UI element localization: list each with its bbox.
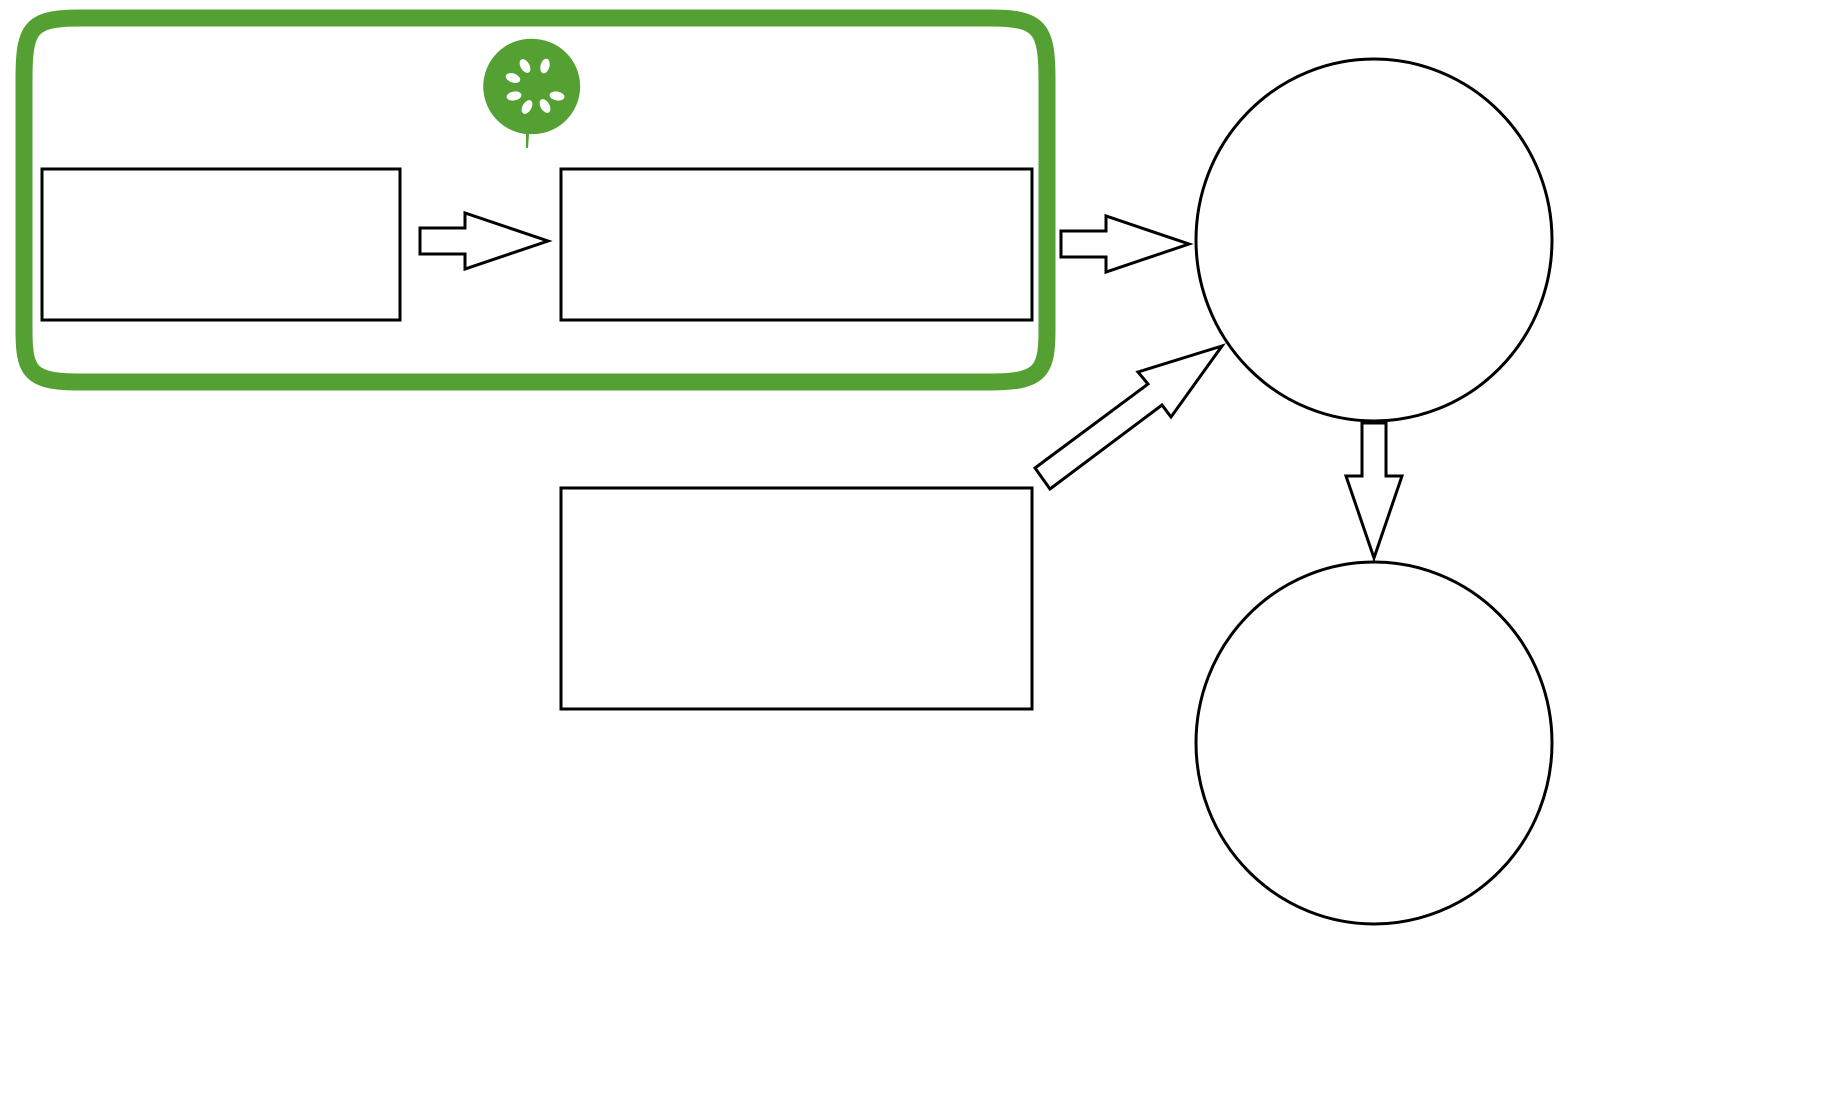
arrow-box2-to-circle1[interactable] [1059, 213, 1194, 275]
node-box-1[interactable] [40, 167, 402, 322]
node-circle-2[interactable] [1194, 560, 1554, 926]
arrow-box3-to-circle1[interactable] [1032, 343, 1226, 492]
group-container[interactable] [15, 9, 1056, 391]
arrow-circle1-to-circle2[interactable] [1343, 421, 1405, 563]
node-box-2[interactable] [559, 167, 1034, 322]
node-box-3[interactable] [559, 486, 1034, 711]
node-circle-1[interactable] [1194, 57, 1554, 423]
cucumber-logo-icon [483, 38, 581, 149]
arrow-box1-to-box2[interactable] [418, 210, 553, 272]
